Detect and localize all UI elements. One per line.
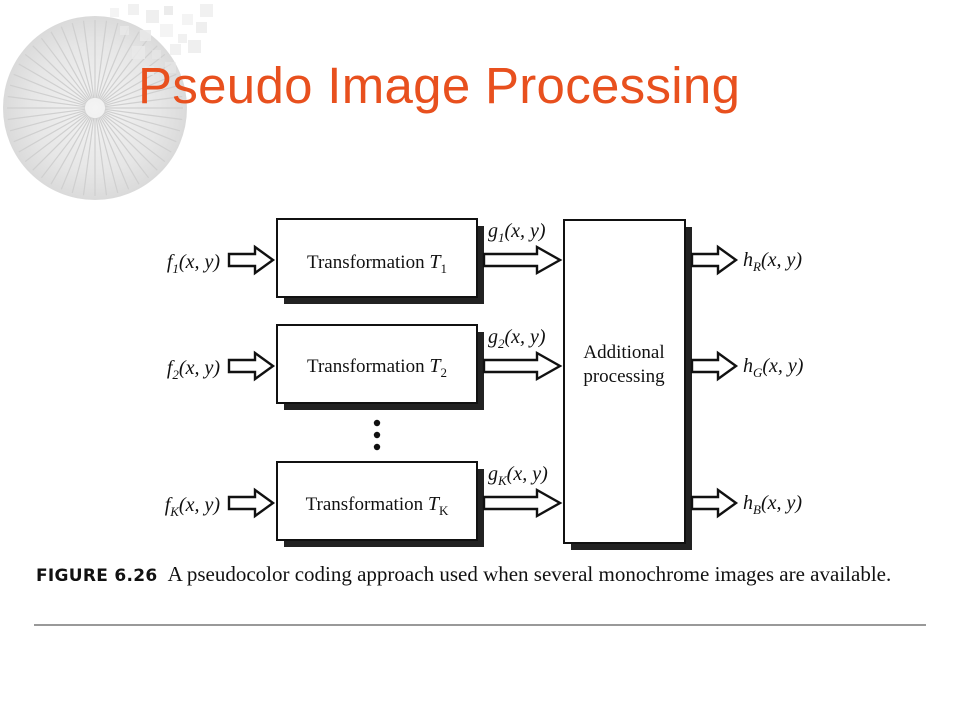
slide-title: Pseudo Image Processing — [138, 57, 741, 114]
figure-number: FIGURE 6.26 — [36, 566, 158, 586]
caption-text: A pseudocolor coding approach used when … — [167, 562, 892, 586]
output-label-b: hB(x, y) — [743, 492, 802, 517]
intermediate-arrow-2 — [482, 350, 563, 382]
input-label-k: fK(x, y) — [165, 494, 221, 519]
output-arrow-g — [690, 351, 738, 381]
decorative-sunburst-ornament — [3, 4, 213, 200]
transform-box-2: Transformation T2 — [276, 324, 484, 410]
output-arrow-b — [690, 488, 738, 518]
additional-processing-box: Additional processing — [563, 219, 692, 550]
intermediate-label-k: gK(x, y) — [488, 463, 548, 488]
pseudocolor-block-diagram: Transformation T1 Transformation T2 Tran… — [165, 218, 804, 550]
intermediate-arrow-1 — [482, 244, 563, 276]
output-label-g: hG(x, y) — [743, 355, 804, 380]
figure-caption: FIGURE 6.26 A pseudocolor coding approach… — [36, 562, 936, 588]
output-arrow-r — [690, 245, 738, 275]
input-label-1: f1(x, y) — [167, 251, 220, 276]
input-arrow-k — [227, 488, 275, 518]
output-label-r: hR(x, y) — [743, 249, 802, 274]
transform-box-k: Transformation TK — [276, 461, 484, 547]
intermediate-arrow-k — [482, 487, 563, 519]
caption-divider — [34, 624, 926, 626]
ellipsis-dots — [373, 419, 381, 451]
input-label-2: f2(x, y) — [167, 357, 220, 382]
processor-label-line2: processing — [583, 366, 665, 387]
transform-label-k: Transformation TK — [306, 493, 449, 518]
input-arrow-1 — [227, 245, 275, 275]
processor-label-line1: Additional — [583, 342, 664, 363]
intermediate-label-2: g2(x, y) — [488, 326, 546, 351]
transform-label-1: Transformation T1 — [307, 251, 447, 276]
input-arrow-2 — [227, 351, 275, 381]
transform-label-2: Transformation T2 — [307, 355, 447, 380]
intermediate-label-1: g1(x, y) — [488, 220, 546, 245]
transform-box-1: Transformation T1 — [276, 218, 484, 304]
